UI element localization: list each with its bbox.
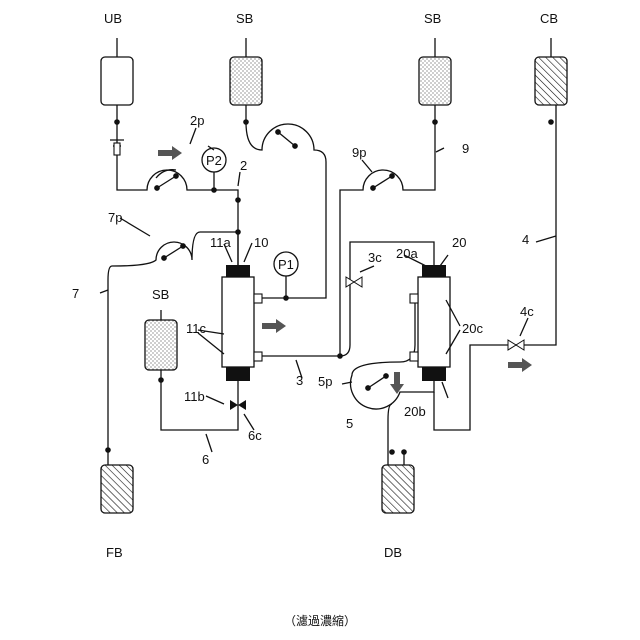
- label-5p: 5p: [318, 374, 332, 389]
- pump-7p-rotor-icon: [162, 244, 185, 260]
- flow-arrow-icon-5: [390, 372, 404, 394]
- label-2p: 2p: [190, 113, 204, 128]
- ub-bag: [101, 57, 133, 105]
- label-11a: 11a: [210, 235, 231, 250]
- label-4: 4: [522, 232, 529, 247]
- flow-arrow-icon-2: [158, 146, 182, 160]
- label-7p: 7p: [108, 210, 122, 225]
- flow-arrow-icon-4: [508, 358, 532, 372]
- label-sb-mid: SB: [236, 11, 253, 26]
- filter-10: [222, 265, 262, 381]
- label-ub: UB: [104, 11, 122, 26]
- label-20b: 20b: [404, 404, 426, 419]
- diagram-caption: （濾過濃縮）: [0, 612, 640, 629]
- pump-5p-rotor-icon: [366, 374, 388, 390]
- cb-bag: [535, 57, 567, 105]
- label-sb-left: SB: [152, 287, 169, 302]
- label-5: 5: [346, 416, 353, 431]
- pump-sb-rotor-icon: [276, 130, 297, 148]
- label-7: 7: [72, 286, 79, 301]
- label-p2: P2: [206, 153, 222, 168]
- label-db: DB: [384, 545, 402, 560]
- sb-bag-left: [145, 320, 177, 370]
- sb-bag-right: [419, 57, 451, 105]
- label-4c: 4c: [520, 304, 534, 319]
- label-9: 9: [462, 141, 469, 156]
- pump-9p-rotor-icon: [371, 174, 394, 190]
- line-5-to-db: [388, 404, 404, 465]
- flow-arrow-icon-filter10: [262, 319, 286, 333]
- filter-20: [410, 265, 450, 381]
- label-sb-right: SB: [424, 11, 441, 26]
- sb-bag-mid: [230, 57, 262, 105]
- valve-3c-icon: [346, 277, 362, 287]
- label-6: 6: [202, 452, 209, 467]
- label-cb: CB: [540, 11, 558, 26]
- fb-bag: [101, 465, 133, 513]
- label-20: 20: [452, 235, 466, 250]
- label-p1: P1: [278, 257, 294, 272]
- label-11c: 11c: [186, 321, 206, 336]
- label-11b: 11b: [184, 389, 205, 404]
- label-20a: 20a: [396, 246, 418, 261]
- label-3c: 3c: [368, 250, 382, 265]
- label-20c: 20c: [462, 321, 483, 336]
- label-2: 2: [240, 158, 247, 173]
- label-3: 3: [296, 373, 303, 388]
- label-6c: 6c: [248, 428, 262, 443]
- label-fb: FB: [106, 545, 123, 560]
- line-4: [434, 105, 556, 430]
- valve-4c-icon: [508, 340, 524, 350]
- label-10: 10: [254, 235, 268, 250]
- db-bag: [382, 465, 414, 513]
- label-9p: 9p: [352, 145, 366, 160]
